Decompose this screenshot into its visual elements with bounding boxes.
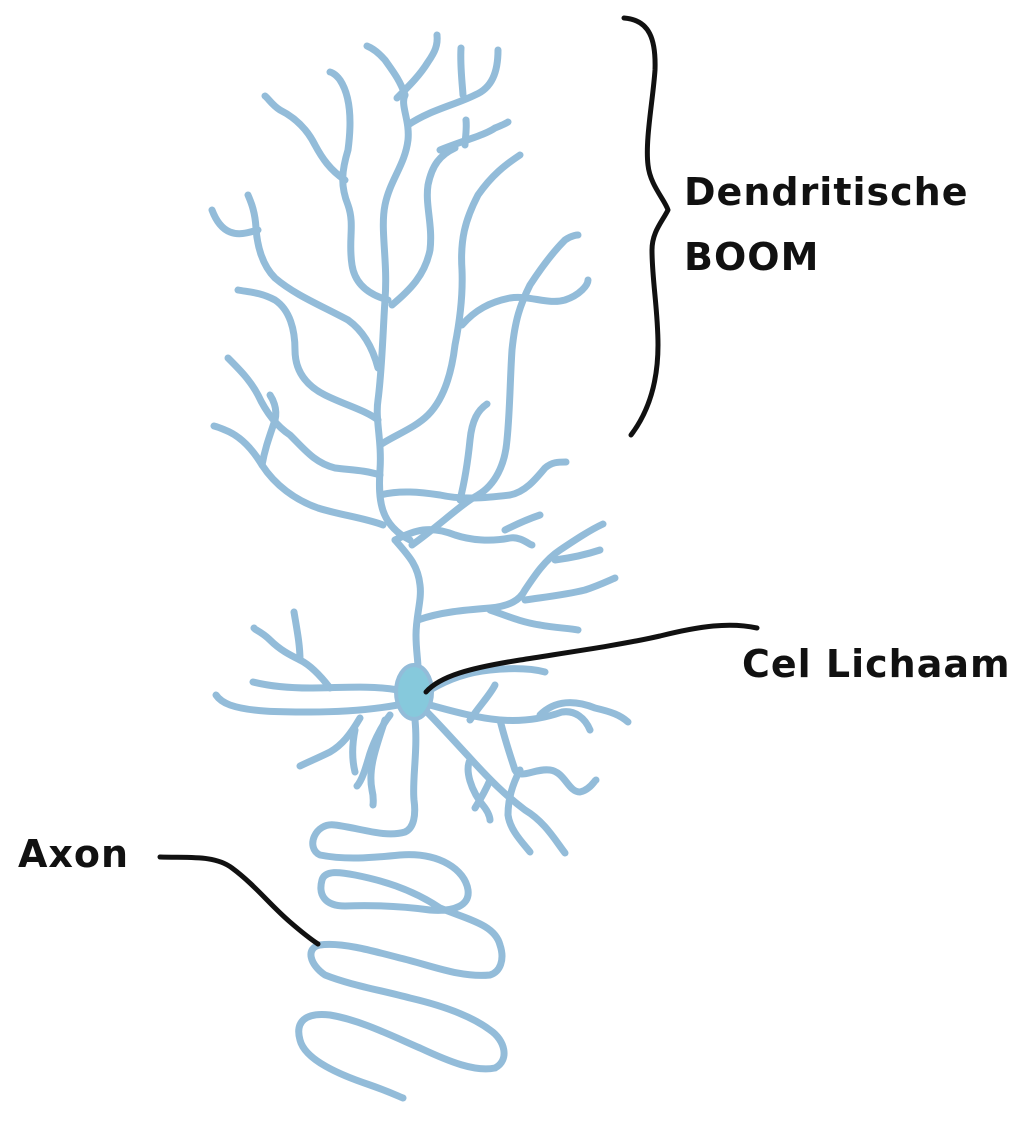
dendrite-branch — [290, 608, 304, 664]
dendrite-branch — [349, 726, 359, 776]
dendrite-branch — [367, 716, 389, 809]
dendrite-branch — [501, 511, 544, 534]
dendrite-branch — [414, 520, 607, 624]
label-dendritic-tree-line1: Dendritische — [684, 170, 969, 214]
cell-body-soma — [394, 663, 434, 721]
dendrite-branch — [521, 574, 619, 604]
dendrite-branch — [421, 706, 569, 857]
label-dendritic-tree-line2: BOOM — [684, 235, 819, 279]
label-cell-body: Cel Lichaam — [742, 642, 1011, 686]
dendrite-branch — [504, 766, 534, 856]
dendrite-branch — [212, 691, 402, 716]
dendrite-branch — [464, 756, 494, 824]
dendrite-branch — [457, 44, 467, 99]
dendrite-branch — [426, 701, 594, 734]
dendrite-branch — [551, 546, 604, 564]
dendrite-branch — [536, 699, 632, 726]
dendrite-branch — [376, 151, 524, 449]
dendrite-branch — [436, 118, 512, 154]
axon — [295, 716, 508, 1102]
cell-body-leader-line — [423, 622, 760, 695]
dendrite-branch — [363, 42, 409, 99]
dendrite-branch — [234, 286, 382, 424]
dendritic-tree — [208, 31, 632, 857]
dendrite-branch — [388, 144, 459, 309]
dendrite-branch — [376, 458, 570, 502]
dendrite-branch — [244, 191, 382, 372]
dendrite-branch — [393, 31, 441, 102]
dendrite-branch — [456, 400, 491, 504]
dendrite-branch — [471, 776, 494, 812]
apical-trunk — [373, 91, 414, 544]
dendrite-branch — [261, 92, 349, 184]
dendrite-branch — [391, 526, 536, 549]
axon-path — [295, 716, 508, 1102]
dendrite-branch — [404, 46, 502, 129]
dendrite-branch — [224, 354, 384, 479]
dendrite-branch — [466, 681, 499, 724]
dendrite-branch — [461, 116, 470, 149]
dendrite-branch — [458, 276, 592, 329]
apical-trunk-lower — [391, 536, 424, 672]
dendrite-branch — [486, 606, 582, 634]
dendrite-branch — [250, 624, 334, 692]
label-axon: Axon — [18, 832, 129, 876]
axon-leader-line — [157, 854, 321, 947]
dendrite-branch — [426, 665, 549, 694]
dendrite-branch — [208, 206, 262, 238]
dendrite-branch — [326, 68, 392, 304]
dendritic-tree-brace — [621, 15, 671, 438]
dendrite-branch — [496, 716, 600, 796]
dendrite-branch — [249, 678, 402, 694]
